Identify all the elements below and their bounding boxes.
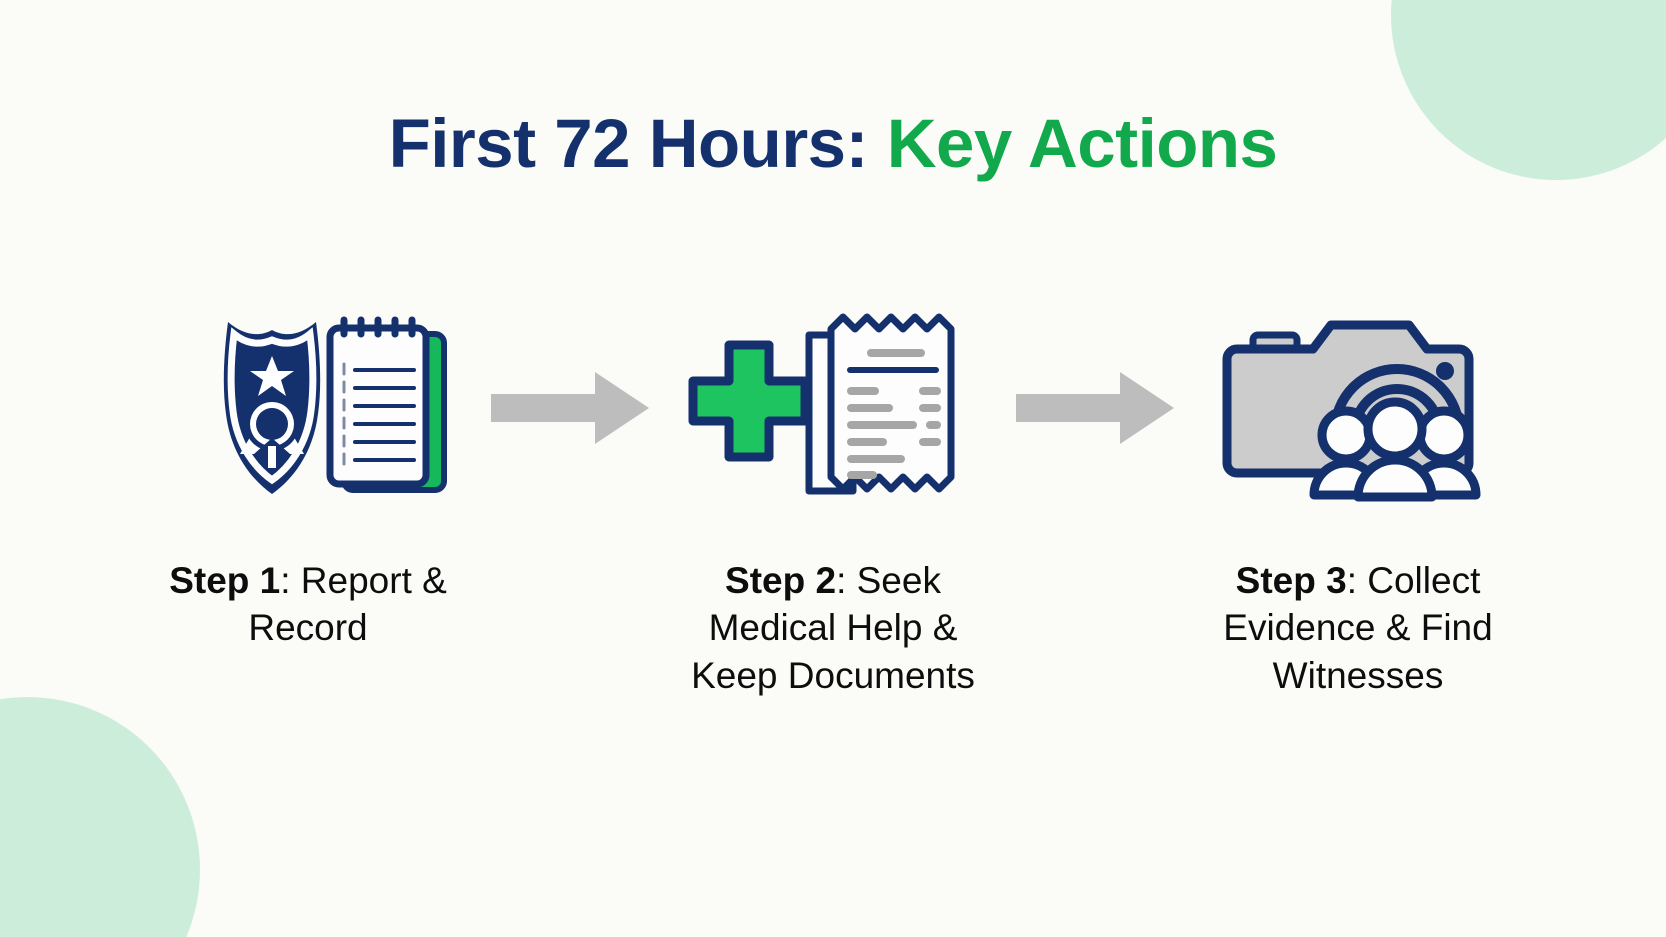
step-3-icon-group bbox=[1183, 300, 1533, 515]
step-3-rest: : Collect Evidence & Find Witnesses bbox=[1223, 560, 1493, 696]
arrow-right-icon bbox=[490, 371, 649, 444]
step-1-lead: Step 1 bbox=[169, 560, 281, 601]
step-2-lead: Step 2 bbox=[725, 560, 837, 601]
steps-row: Step 1: Report & Record bbox=[0, 300, 1666, 699]
page-title-green-part: Key Actions bbox=[868, 105, 1278, 182]
medical-cross-icon bbox=[688, 340, 810, 462]
people-group-icon bbox=[1309, 363, 1481, 501]
step-1-icon-group bbox=[133, 300, 483, 515]
page-title-navy-part: First 72 Hours: bbox=[388, 105, 869, 182]
step-2-icon-group bbox=[658, 300, 1008, 515]
arrow-right-icon bbox=[1015, 371, 1174, 444]
step-3-icon-svg bbox=[1222, 320, 1481, 501]
police-badge-icon bbox=[223, 321, 321, 494]
step-card-2: Step 2: Seek Medical Help & Keep Documen… bbox=[658, 300, 1008, 699]
step-card-3: Step 3: Collect Evidence & Find Witnesse… bbox=[1183, 300, 1533, 699]
step-2-label: Step 2: Seek Medical Help & Keep Documen… bbox=[658, 557, 1008, 699]
connector-2 bbox=[1008, 300, 1183, 515]
step-1-icon-svg bbox=[223, 316, 447, 494]
decorative-circle-bottom-left bbox=[0, 697, 200, 937]
receipt-document-icon bbox=[805, 313, 955, 495]
step-2-rest: : Seek Medical Help & Keep Documents bbox=[691, 560, 975, 696]
connector-1 bbox=[483, 300, 658, 515]
step-3-lead: Step 3 bbox=[1235, 560, 1347, 601]
step-1-rest: : Report & Record bbox=[248, 560, 447, 649]
step-2-icon-svg bbox=[688, 313, 955, 495]
page-title: First 72 Hours: Key Actions bbox=[0, 105, 1666, 182]
step-1-label: Step 1: Report & Record bbox=[133, 557, 483, 652]
step-card-1: Step 1: Report & Record bbox=[133, 300, 483, 652]
step-3-label: Step 3: Collect Evidence & Find Witnesse… bbox=[1183, 557, 1533, 699]
spiral-notepad-icon bbox=[326, 316, 447, 493]
